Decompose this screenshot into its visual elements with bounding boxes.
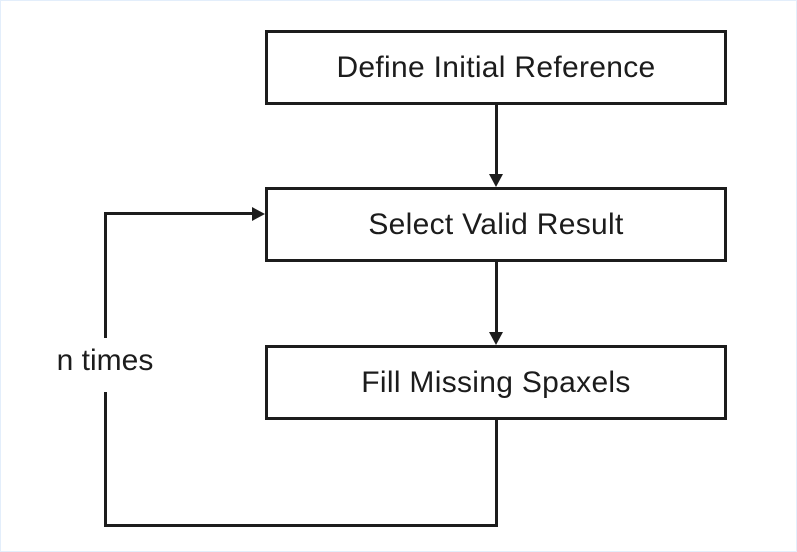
node-label: Fill Missing Spaxels xyxy=(361,365,631,399)
node-label: Select Valid Result xyxy=(368,207,624,241)
loop-connector-bottom-segment xyxy=(104,524,498,527)
connector-select-to-fill xyxy=(495,261,498,333)
flow-node-select-valid-result: Select Valid Result xyxy=(265,187,727,262)
loop-connector-down-segment xyxy=(495,420,498,527)
arrowhead-down-icon xyxy=(489,332,503,345)
loop-connector-left-lower-segment xyxy=(104,392,107,527)
arrowhead-down-icon xyxy=(489,174,503,187)
node-label: Define Initial Reference xyxy=(336,50,656,84)
connector-define-to-select xyxy=(495,104,498,176)
loop-iteration-label: n times xyxy=(31,342,179,380)
loop-connector-top-segment xyxy=(104,212,252,215)
arrowhead-right-icon xyxy=(252,207,265,221)
flow-node-fill-missing-spaxels: Fill Missing Spaxels xyxy=(265,345,727,420)
flow-node-define-initial-reference: Define Initial Reference xyxy=(265,30,727,105)
loop-connector-left-upper-segment xyxy=(104,212,107,338)
